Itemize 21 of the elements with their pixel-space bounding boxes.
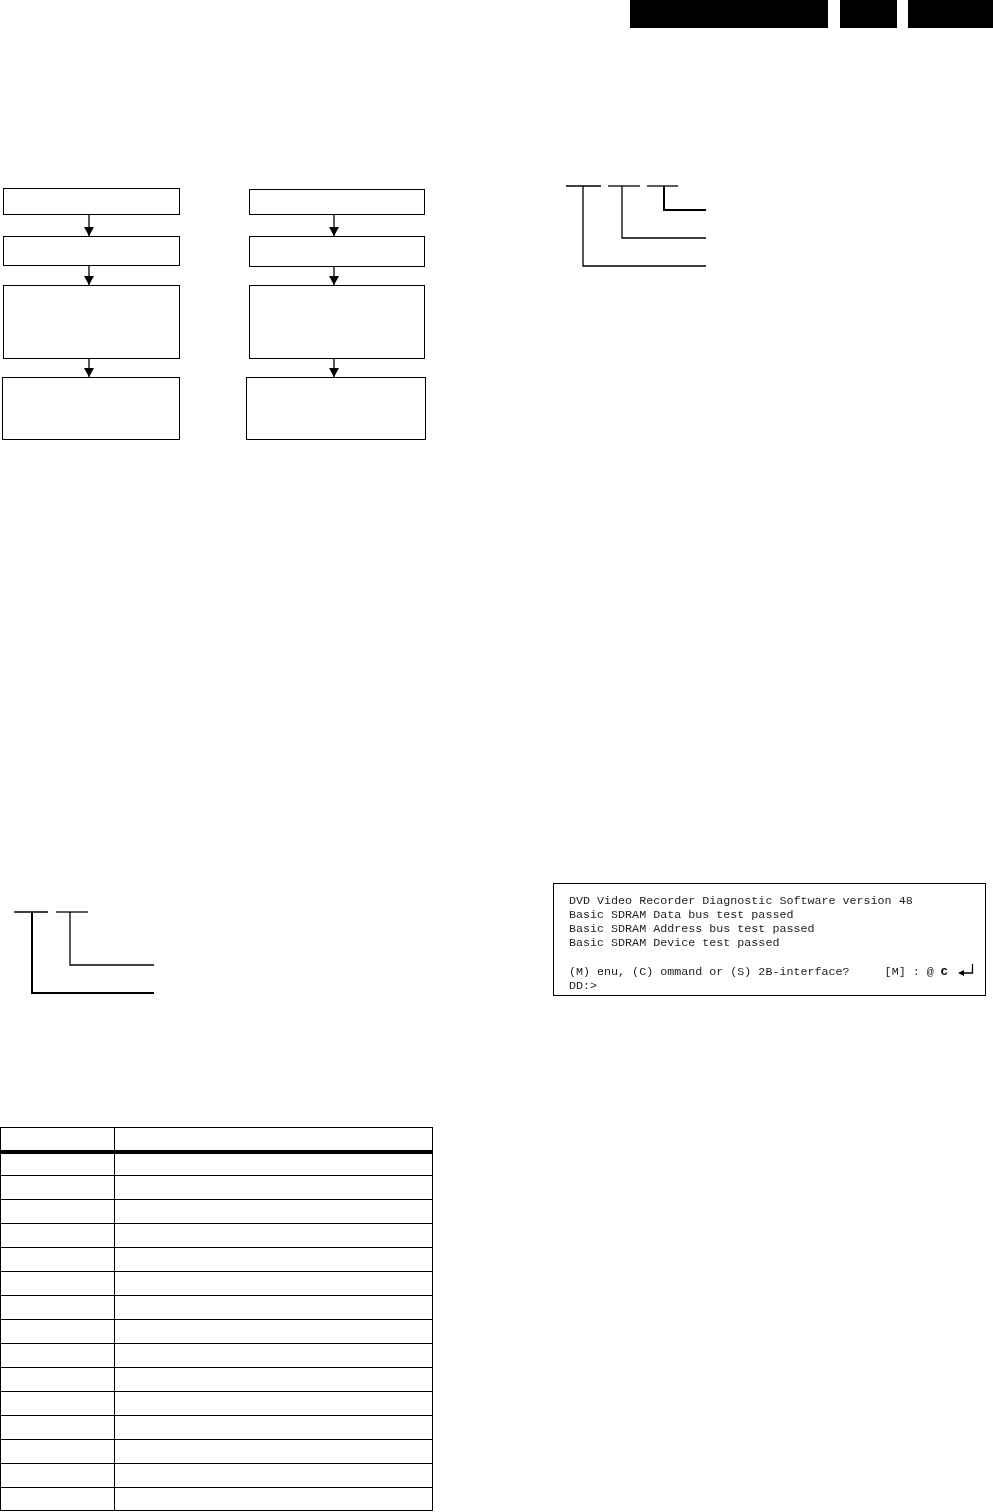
process-box: [2, 377, 180, 440]
console-text: (M) enu, (C) ommand or (S) 2B-interface? [M] : @ C: [569, 966, 948, 979]
console-text: Basic SDRAM Device test passed: [569, 937, 780, 950]
arrow: [84, 214, 94, 237]
process-box: [246, 377, 426, 440]
arrow: [84, 265, 94, 286]
console-text: Basic SDRAM Address bus test passed: [569, 923, 815, 936]
arrow: [329, 266, 339, 286]
console-window: [553, 883, 986, 996]
arrow: [329, 214, 339, 237]
process-box: [3, 236, 180, 266]
arrow: [329, 358, 339, 378]
process-box: [249, 236, 425, 267]
process-box: [3, 188, 180, 215]
process-box: [249, 285, 425, 359]
console-text: DVD Video Recorder Diagnostic Software version 48: [569, 895, 913, 908]
process-box: [3, 285, 180, 359]
console-text: DD:>: [569, 980, 598, 993]
process-box: [249, 189, 425, 215]
console-text: Basic SDRAM Data bus test passed: [569, 909, 794, 922]
arrow: [84, 358, 94, 378]
